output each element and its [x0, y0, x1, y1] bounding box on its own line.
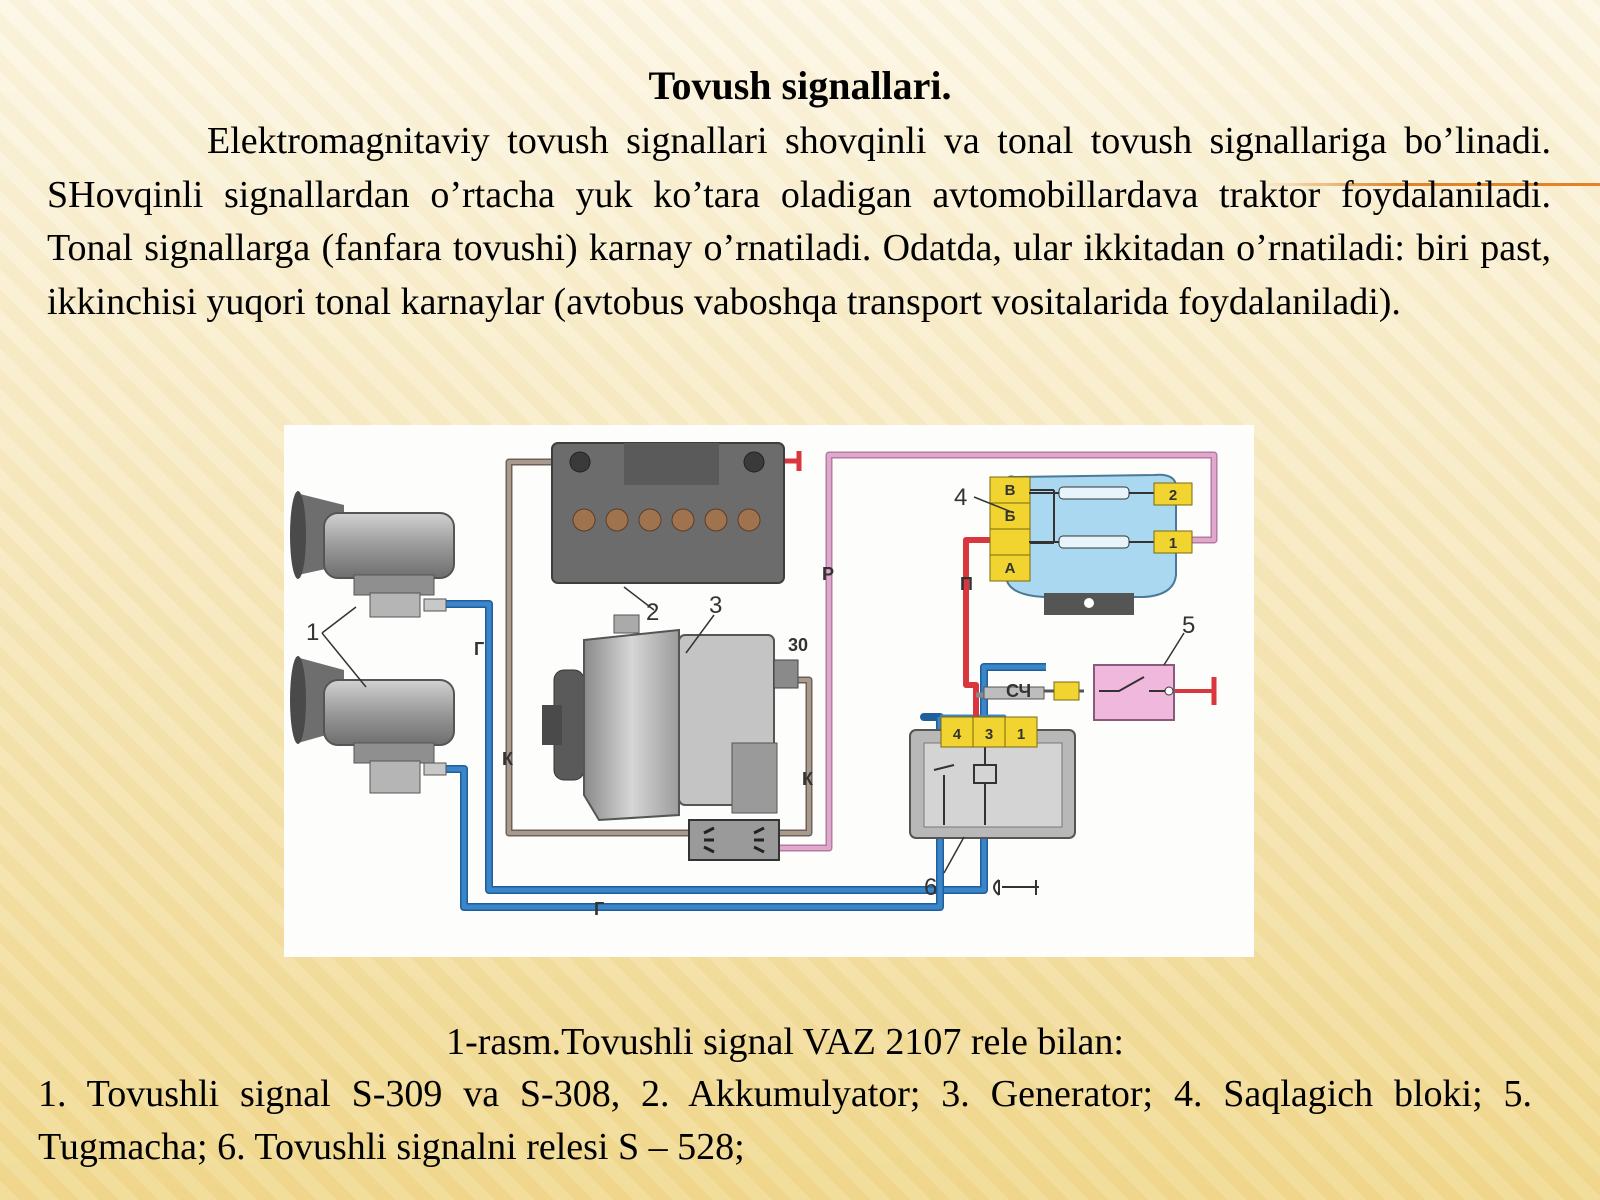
figure-caption-legend: 1. Tovushli signal S-309 va S-308, 2. Ak… [38, 1073, 1532, 1168]
label-relay-terminal-4: 4 [953, 726, 962, 743]
brown-wire-k-right [774, 676, 813, 837]
label-horns-number: 1 [306, 619, 319, 646]
label-wire-g-bottom: Г [594, 899, 604, 919]
slide-title: Tovush signallari. [648, 63, 952, 108]
fuse-block [989, 473, 1193, 615]
label-fuse-number-2: 2 [1169, 487, 1177, 504]
decorative-line [1260, 183, 1600, 186]
body-paragraph: Elektromagnitaviy tovush signallari shov… [47, 115, 1551, 329]
label-fuse-letter-b: Б [1005, 508, 1016, 525]
label-fuse-block-number: 4 [954, 484, 967, 511]
wiring-diagram: 1 2 3 4 5 6 30 Г Г К К Р П СЧ В Б А [284, 425, 1254, 957]
horn-relay [909, 686, 1076, 839]
connector-block [688, 819, 780, 861]
label-wire-sch: СЧ [1006, 681, 1031, 701]
label-terminal-30: 30 [788, 635, 808, 655]
label-fuse-letter-a: А [1005, 560, 1016, 577]
label-relay-terminal-3: 3 [985, 726, 993, 743]
label-generator-number: 3 [709, 592, 722, 619]
figure-caption-title: 1-rasm.Tovushli signal VAZ 2107 rele bil… [446, 1021, 1124, 1063]
label-wire-p-red: П [960, 574, 973, 594]
label-fuse-number-1: 1 [1169, 535, 1177, 552]
label-wire-g-top: Г [474, 639, 484, 659]
fuse-upper [1029, 486, 1154, 500]
label-relay-number: 6 [924, 874, 937, 901]
red-wire-fuse [963, 537, 990, 723]
label-wire-k-left: К [502, 749, 514, 769]
generator [542, 614, 799, 822]
battery [551, 442, 785, 584]
label-battery-number: 2 [646, 599, 659, 626]
horn-upper [290, 491, 455, 618]
wiring-diagram-svg: 1 2 3 4 5 6 30 Г Г К К Р П СЧ В Б А [290, 442, 1218, 919]
label-button-number: 5 [1182, 612, 1195, 639]
horn-lower [290, 656, 455, 794]
label-wire-k-right: К [802, 769, 814, 789]
paragraph-text: Elektromagnitaviy tovush signallari shov… [47, 120, 1551, 323]
horn-symbol-icon [993, 879, 1039, 896]
horn-button [1053, 664, 1175, 721]
label-fuse-letter-v: В [1005, 482, 1016, 499]
leader-lines [321, 496, 1185, 874]
fuse-lower [1029, 535, 1154, 549]
label-wire-p-pink: Р [822, 564, 834, 584]
label-relay-terminal-1: 1 [1017, 726, 1025, 743]
